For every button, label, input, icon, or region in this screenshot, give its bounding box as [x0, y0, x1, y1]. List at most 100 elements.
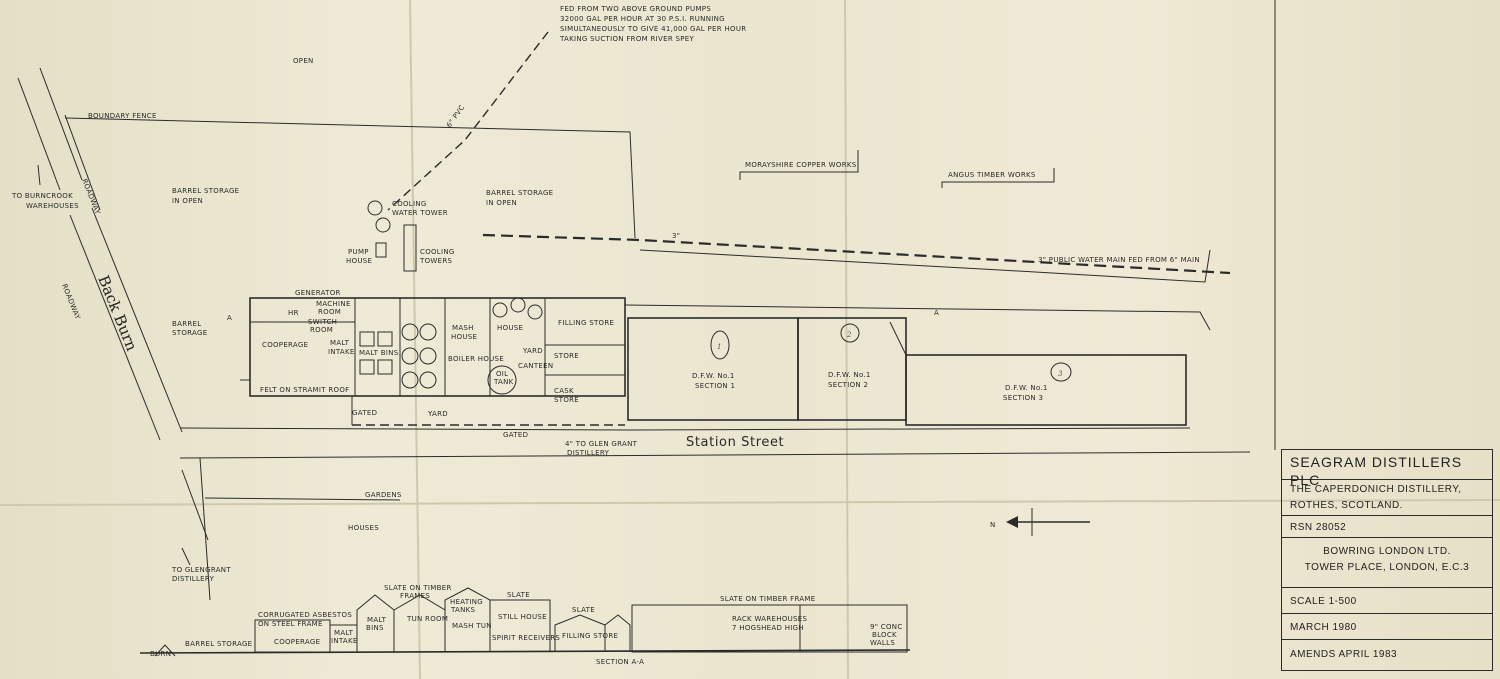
roadway-label: ROADWAY	[60, 283, 82, 321]
street-edge	[179, 427, 626, 431]
cooling-tower-circle	[367, 200, 383, 216]
to-glengrant-label: DISTILLERY	[172, 575, 215, 583]
title-project-cell: THE CAPERDONICH DISTILLERY, ROTHES, SCOT…	[1282, 480, 1492, 516]
distillery-name: THE CAPERDONICH DISTILLERY,	[1290, 484, 1462, 495]
barrel-storage-label: BARREL STORAGE	[172, 187, 239, 195]
burn-bank	[91, 207, 183, 433]
cask-store-label: CASK	[554, 387, 574, 395]
switch-room-label: SWITCH	[308, 318, 337, 326]
conc-walls-label: 9" CONC	[870, 623, 903, 631]
drawn-by-line-1: BOWRING LONDON LTD.	[1323, 546, 1451, 557]
warehouse-section-1	[627, 317, 799, 421]
still	[527, 304, 543, 320]
warehouse-section-2	[797, 317, 907, 421]
burn-label: BURN	[150, 650, 171, 658]
slate-timber-label: SLATE ON TIMBER	[384, 584, 452, 592]
switch-room-label: ROOM	[310, 326, 333, 334]
washback	[419, 323, 437, 341]
drawn-by-line-2: TOWER PLACE, LONDON, E.C.3	[1304, 562, 1470, 573]
oil-tank-label: TANK	[493, 378, 514, 386]
section-malt-bins-label: MALT	[367, 616, 387, 624]
scale-text: SCALE 1-500	[1290, 596, 1357, 607]
timber-works-boundary	[941, 168, 1055, 188]
title-rsn-cell: RSN 28052	[1282, 516, 1492, 538]
slate-label: SLATE	[507, 591, 530, 599]
to-burncrook-label: TO BURNCROOK	[11, 192, 73, 200]
circle-number-2: 2	[846, 331, 852, 339]
dfw3-label: D.F.W. No.1	[1005, 384, 1048, 392]
dfw2-label: D.F.W. No.1	[828, 371, 871, 379]
cooling-water-label: WATER TOWER	[392, 209, 448, 217]
to-burncrook-label: WAREHOUSES	[26, 202, 79, 210]
slate-timber-label: FRAMES	[400, 592, 430, 600]
street-edge	[624, 427, 1191, 431]
cooling-towers-label: COOLING	[420, 248, 455, 256]
station-street-label: Station Street	[686, 435, 784, 450]
dfw1-label: D.F.W. No.1	[692, 372, 735, 380]
gated-label: GATED	[352, 409, 377, 417]
water-main-label: 3" PUBLIC WATER MAIN FED FROM 6" MAIN	[1038, 256, 1200, 264]
arrow-line	[181, 547, 191, 566]
section-a-a: BURN BARREL STORAGE CORRUGATED ASBESTOS …	[139, 584, 911, 666]
cooling-towers-label: TOWERS	[419, 257, 452, 265]
pump-note-line: SIMULTANEOUSLY TO GIVE 41,000 GAL PER HO…	[560, 25, 746, 33]
to-glengrant-label: TO GLENGRANT	[171, 566, 231, 574]
section-filling-store-label: FILLING STORE	[562, 632, 618, 640]
distillery-location: ROTHES, SCOTLAND.	[1290, 500, 1403, 511]
still	[492, 302, 508, 318]
burn-bank	[69, 214, 161, 441]
fold-line	[409, 0, 421, 679]
site-boundary	[639, 249, 1211, 283]
boiler-house-label: BOILER HOUSE	[448, 355, 504, 363]
pump-note-line: TAKING SUCTION FROM RIVER SPEY	[559, 35, 695, 43]
dfw3-label: SECTION 3	[1003, 394, 1043, 402]
washback	[401, 323, 419, 341]
store-label: STORE	[554, 352, 579, 360]
section-still-house-label: STILL HOUSE	[498, 613, 547, 621]
road-edge	[199, 457, 211, 601]
copper-works-label: MORAYSHIRE COPPER WORKS	[745, 161, 857, 169]
oil-tank	[487, 365, 517, 395]
fold-line	[844, 0, 849, 679]
pump-note: FED FROM TWO ABOVE GROUND PUMPS 32000 GA…	[559, 5, 746, 43]
malt-intake-label: MALT	[330, 339, 350, 347]
burn-bank	[17, 77, 61, 191]
warehouse-section-3	[905, 354, 1187, 426]
section-title: SECTION A-A	[596, 658, 644, 666]
mash-house-label: MASH	[452, 324, 474, 332]
section-marker-a: A	[227, 314, 232, 322]
washback	[401, 371, 419, 389]
section-rack-warehouses	[631, 604, 908, 653]
wall	[240, 379, 251, 396]
barrel-storage-label: BARREL	[172, 320, 201, 328]
cask-store-label: STORE	[554, 396, 579, 404]
pump-house-label: HOUSE	[346, 257, 372, 265]
barrel-storage-label: BARREL STORAGE	[486, 189, 553, 197]
amends-text: AMENDS APRIL 1983	[1290, 649, 1398, 660]
title-date-cell: MARCH 1980	[1282, 614, 1492, 640]
machine-room-label: ROOM	[318, 308, 341, 316]
cooling-towers	[403, 224, 417, 272]
steel-frame-label: ON STEEL FRAME	[258, 620, 323, 628]
filling-store-label: FILLING STORE	[558, 319, 614, 327]
cooling-tower-circle	[375, 217, 391, 233]
malt-bin	[377, 359, 393, 375]
hr-label: HR	[288, 309, 299, 317]
rack-warehouses-label: RACK WAREHOUSES	[732, 615, 808, 623]
barrel-storage-label: IN OPEN	[172, 197, 203, 205]
boundary-fence	[64, 117, 636, 239]
slate-frame-label: SLATE ON TIMBER FRAME	[720, 595, 816, 603]
dfw1-label: SECTION 1	[695, 382, 735, 390]
houses-label: HOUSES	[348, 524, 379, 532]
street-edge	[179, 451, 1251, 459]
section-still-house	[489, 599, 551, 652]
canteen-label: CANTEEN	[518, 362, 553, 370]
yard-label: YARD	[427, 410, 448, 418]
section-marker-a: A	[934, 309, 939, 317]
section-barrel-storage-label: BARREL STORAGE	[185, 640, 252, 648]
spirit-receivers-label: SPIRIT RECEIVERS	[492, 634, 560, 642]
section-malt-intake-label: MALT	[334, 629, 354, 637]
section-roof	[604, 614, 631, 652]
